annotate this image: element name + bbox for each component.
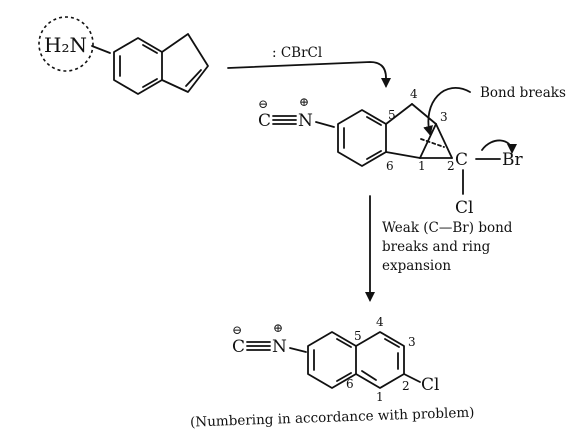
benzene-ring xyxy=(337,109,387,167)
curved-arrow-bond-break xyxy=(423,87,471,136)
bromine: Br xyxy=(502,150,523,170)
plus-charge: ⊕ xyxy=(299,95,309,109)
n-ring-bond xyxy=(315,121,335,128)
reagent-arrow xyxy=(227,61,391,88)
alkene-double-bond xyxy=(185,69,202,87)
amine-bond xyxy=(91,45,111,54)
ring-number-2: 2 xyxy=(402,379,410,393)
benzene-double-bond xyxy=(142,44,158,54)
chlorine: Cl xyxy=(455,198,473,218)
ring-bond xyxy=(411,103,437,125)
ring-number-4: 4 xyxy=(410,87,418,101)
ring-number-5: 5 xyxy=(388,108,396,122)
benzene-double-bond xyxy=(366,116,382,126)
naphthalene-right-ring xyxy=(355,331,405,389)
minus-charge: ⊖ xyxy=(232,323,242,337)
reagent-label: : CBrCl xyxy=(272,45,322,61)
footnote: (Numbering in accordance with problem) xyxy=(190,405,475,431)
step-note-line-3: expansion xyxy=(382,258,451,274)
ring-number-6: 6 xyxy=(346,377,354,391)
ring-number-1: 1 xyxy=(376,390,384,404)
n-ring-bond xyxy=(289,347,307,353)
ring-number-2: 2 xyxy=(447,159,455,173)
step-note-line-1: Weak (C—Br) bond xyxy=(382,220,513,236)
ring-number-5: 5 xyxy=(354,329,362,343)
intermediate-molecule: ⊖ C ⊕ N 5 4 3 6 1 2 C Br Cl Bond breaks xyxy=(258,85,566,218)
amine-group-label: H₂N xyxy=(44,33,87,57)
carbene-carbon: C xyxy=(455,150,468,170)
plus-charge: ⊕ xyxy=(273,321,283,335)
cyclopropane-bond xyxy=(435,123,453,159)
ring-number-6: 6 xyxy=(386,159,394,173)
five-membered-ring xyxy=(161,33,209,93)
ring-number-1: 1 xyxy=(418,159,426,173)
c-cl-bond xyxy=(403,373,421,383)
isocyanide-carbon: C xyxy=(232,337,245,357)
bond-breaks-annotation: Bond breaks xyxy=(480,85,566,101)
isocyanide-nitrogen: N xyxy=(298,111,313,131)
curved-arrow-bromide xyxy=(481,139,517,154)
benzene-ring xyxy=(113,37,163,95)
ring-double-bond xyxy=(384,338,400,348)
ring-number-4: 4 xyxy=(376,315,384,329)
product-molecule: ⊖ C ⊕ N Cl 5 4 3 6 1 2 xyxy=(232,315,439,404)
ring-bond xyxy=(385,151,421,159)
ring-double-bond xyxy=(336,338,352,348)
ring-number-3: 3 xyxy=(440,110,448,124)
breaking-bond-dashes xyxy=(420,138,445,148)
ring-double-bond xyxy=(361,370,377,381)
reactant-molecule: H₂N xyxy=(38,16,209,95)
isocyanide-carbon: C xyxy=(258,111,271,131)
ring-double-bond xyxy=(336,372,352,382)
benzene-double-bond xyxy=(142,78,158,88)
benzene-double-bond xyxy=(366,150,382,160)
step-note-line-2: breaks and ring xyxy=(382,239,491,255)
minus-charge: ⊖ xyxy=(258,97,268,111)
isocyanide-nitrogen: N xyxy=(272,337,287,357)
amine-highlight-circle xyxy=(38,16,94,72)
chlorine: Cl xyxy=(421,375,439,395)
ring-bond xyxy=(385,103,413,125)
ring-number-3: 3 xyxy=(408,335,416,349)
